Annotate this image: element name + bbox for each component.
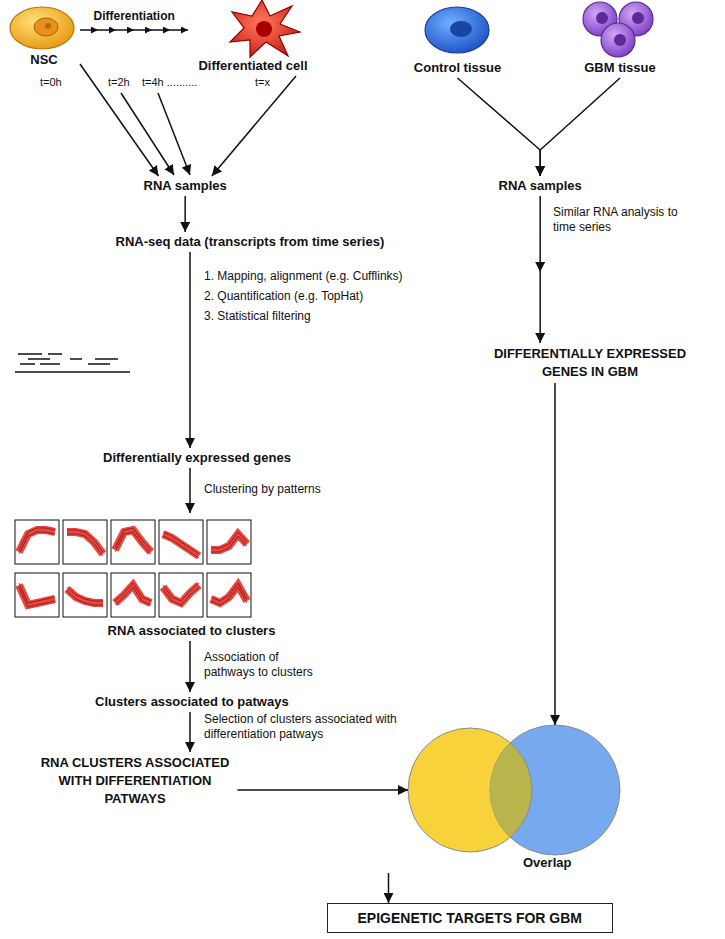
- step-text: RNA-seq data (transcripts from time seri…: [113, 232, 388, 252]
- step-text: Clusters associated to patways: [92, 692, 292, 712]
- connector: [388, 873, 390, 903]
- label-line: 2. Quantification (e.g. TopHat): [204, 286, 403, 306]
- connector: [189, 252, 191, 448]
- connector: [238, 789, 409, 791]
- cluster-plot: [63, 520, 107, 564]
- cluster-node: RNA associated to clusters: [12, 513, 302, 641]
- cluster-plot: [159, 520, 203, 564]
- target-box: EPIGENETIC TARGETS FOR GBM: [327, 903, 614, 933]
- node-text: NSC: [11, 52, 77, 68]
- label-line: 1. Mapping, alignment (e.g. Cufflinks): [204, 266, 403, 286]
- time-label: t=2h: [108, 76, 130, 89]
- node-text: Differentiated cell: [191, 58, 315, 74]
- connector: [189, 641, 191, 692]
- cluster-plot: [207, 573, 251, 617]
- time-label: t=0h: [40, 76, 62, 89]
- edge-label: 1. Mapping, alignment (e.g. Cufflinks) 2…: [203, 266, 404, 326]
- time-arrows: [121, 93, 190, 175]
- connector: [189, 468, 191, 513]
- connector: [212, 76, 296, 176]
- label-line: 3. Statistical filtering: [204, 306, 403, 326]
- edge-label: Similar RNA analysis to time series: [552, 205, 694, 235]
- cell-node: Differentiated cell: [188, 4, 318, 76]
- connector: [184, 196, 186, 232]
- nsc-cell: [10, 7, 74, 49]
- gbm-cells: [583, 2, 653, 57]
- node-text: RNA CLUSTERS ASSOCIATED WITH DIFFERENTIA…: [36, 754, 235, 808]
- tissue-node: GBM tissue: [570, 4, 670, 78]
- control-cell: [425, 7, 489, 53]
- node-text: GBM tissue: [573, 60, 667, 76]
- cluster-plot: [111, 573, 155, 617]
- cell-node: NSC: [8, 4, 80, 70]
- cluster-plot: [63, 573, 107, 617]
- venn-circles: [408, 725, 620, 855]
- edge-label: Selection of clusters associated with di…: [203, 712, 400, 742]
- time-label: t=x: [255, 76, 270, 89]
- edge-label: Clustering by patterns: [203, 482, 322, 497]
- connector: [554, 383, 556, 725]
- sequencing-reads: [15, 354, 130, 372]
- node-text: RNA associated to clusters: [84, 623, 299, 639]
- connector: [458, 78, 541, 176]
- node-text: EPIGENETIC TARGETS FOR GBM: [358, 910, 583, 926]
- node-text: Overlap: [523, 855, 617, 871]
- node-text: DIFFERENTIALLY EXPRESSED GENES IN GBM: [486, 345, 695, 381]
- tissue-node: Control tissue: [405, 4, 510, 78]
- result-text: DIFFERENTIALLY EXPRESSED GENES IN GBM: [483, 343, 698, 383]
- node-text: Differentially expressed genes: [103, 450, 291, 466]
- edge-label: Association of pathways to clusters: [203, 650, 330, 680]
- connector: [80, 29, 188, 31]
- edge-label: Differentiation: [93, 9, 176, 24]
- node-text: RNA-seq data (transcripts from time seri…: [116, 234, 385, 250]
- cluster-plot: [15, 573, 59, 617]
- cluster-plot: [15, 520, 59, 564]
- cluster-plot: [207, 520, 251, 564]
- time-label: t=4h ..........: [142, 76, 197, 89]
- step-text: RNA samples: [496, 176, 585, 196]
- connector: [189, 712, 191, 752]
- node-text: Clusters associated to patways: [95, 694, 289, 710]
- differentiated-cell: [230, 0, 300, 57]
- cluster-plot: [111, 520, 155, 564]
- node-text: Control tissue: [408, 60, 507, 76]
- node-text: RNA samples: [144, 178, 227, 194]
- step-text: RNA samples: [141, 176, 230, 196]
- result-text: RNA CLUSTERS ASSOCIATED WITH DIFFERENTIA…: [33, 752, 238, 810]
- node-text: RNA samples: [499, 178, 582, 194]
- connector: [540, 78, 620, 176]
- connector: [539, 196, 541, 343]
- cluster-plots: [15, 520, 251, 617]
- step-text: Differentially expressed genes: [100, 448, 294, 468]
- cluster-plot: [159, 573, 203, 617]
- venn-node: Overlap: [408, 725, 620, 873]
